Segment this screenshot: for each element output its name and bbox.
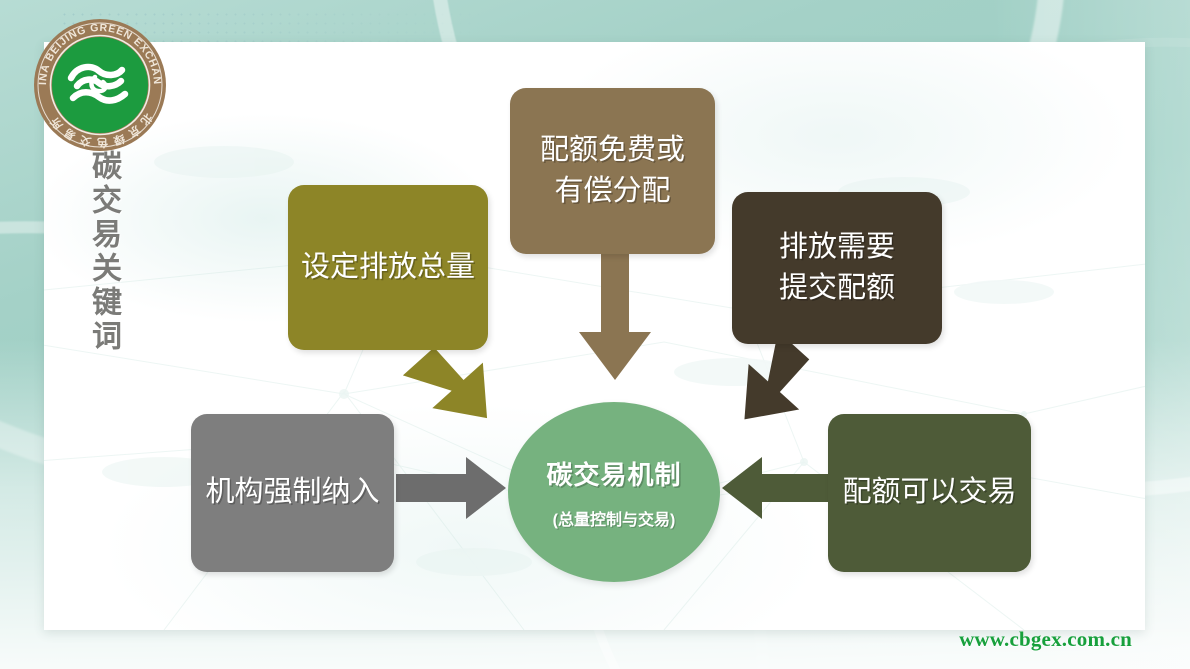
node-surrender-line2: 提交配额 — [778, 272, 895, 304]
node-allocation[interactable]: 配额免费或 有偿分配 — [510, 88, 715, 254]
arrow-surrender-to-center — [744, 331, 810, 420]
arrow-total-to-center — [402, 347, 488, 419]
center-node-title: 碳交易机制 — [546, 459, 682, 490]
page-title-vertical: 碳交易关键词 — [87, 150, 120, 354]
node-total-emission-cap[interactable]: 设定排放总量 — [288, 185, 488, 350]
node-surrender-allowance[interactable]: 排放需要 提交配额 — [732, 192, 942, 344]
node-mandatory-inclusion-label: 机构强制纳入 — [205, 476, 380, 509]
arrow-trade-to-center — [722, 457, 832, 519]
node-surrender-allowance-label: 排放需要 提交配额 — [779, 227, 895, 309]
node-allocation-line1: 配额免费或 — [539, 133, 685, 166]
node-allocation-line2: 有偿分配 — [554, 175, 671, 207]
node-mandatory-inclusion[interactable]: 机构强制纳入 — [191, 414, 394, 572]
node-tradable-allowance-label: 配额可以交易 — [842, 476, 1017, 509]
node-allocation-label: 配额免费或 有偿分配 — [540, 130, 685, 212]
china-beijing-green-exchange-logo: CHINA BEIJING GREEN EXCHANGE 北京绿色交易所 — [33, 18, 166, 151]
node-tradable-allowance[interactable]: 配额可以交易 — [828, 414, 1031, 572]
site-url[interactable]: www.cbgex.com.cn — [959, 627, 1132, 651]
center-node-carbon-trading-mechanism[interactable]: 碳交易机制 (总量控制与交易) — [508, 402, 720, 582]
arrow-inst-to-center — [396, 457, 506, 519]
center-node-subtitle: (总量控制与交易) — [552, 511, 676, 529]
node-total-emission-cap-label: 设定排放总量 — [300, 250, 475, 283]
node-surrender-line1: 排放需要 — [778, 230, 895, 263]
arrow-alloc-to-center — [579, 250, 651, 380]
